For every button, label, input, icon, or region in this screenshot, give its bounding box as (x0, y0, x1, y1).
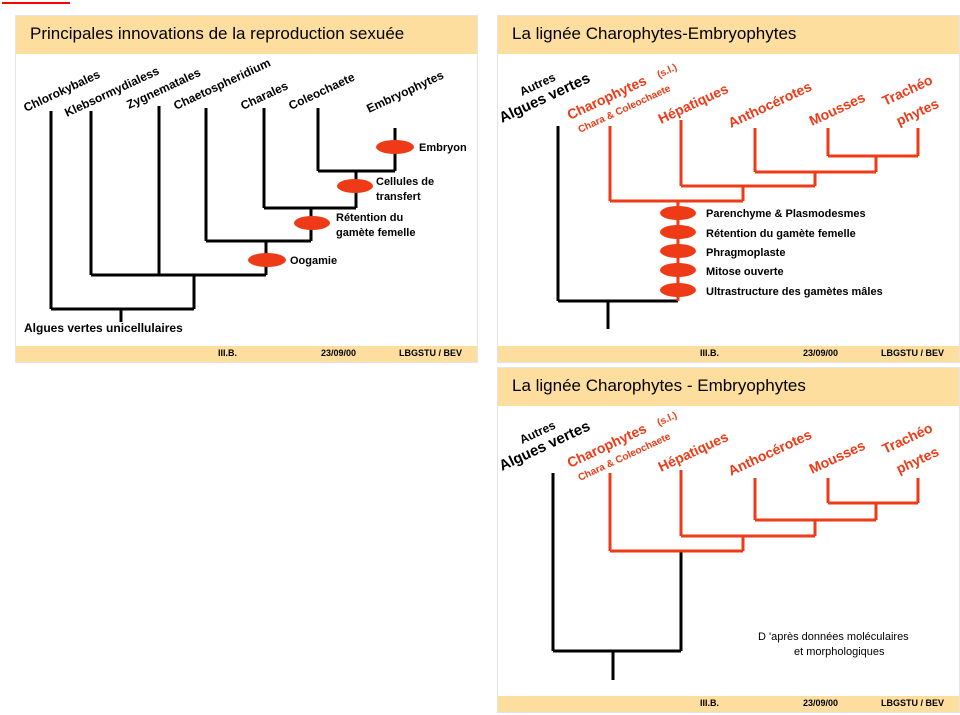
marker-oogamie (248, 253, 286, 267)
event-label: Embryon (419, 142, 467, 154)
character-label: Phragmoplaste (706, 247, 785, 259)
footer-lab: LBGSTU / BEV (881, 698, 945, 708)
event-label: transfert (376, 191, 421, 203)
marker-phragmoplaste (660, 244, 696, 258)
black-branches (551, 473, 683, 680)
marker-ultrastructure (660, 283, 696, 297)
taxon-mousses: Mousses (807, 437, 868, 477)
taxon-charophytes-sl: (s.l.) (656, 62, 679, 81)
taxon-charophytes-sl: (s.l.) (656, 410, 679, 429)
character-markers (660, 206, 696, 297)
red-branches (608, 470, 920, 553)
marker-retention (660, 225, 696, 239)
source-note-line1: D 'après données moléculaires (758, 631, 909, 643)
character-label: Parenchyme & Plasmodesmes (706, 208, 866, 220)
slide-footer: III.B. 23/09/00 LBGSTU / BEV (498, 696, 959, 712)
character-label: Ultrastructure des gamètes mâles (706, 286, 883, 298)
slide-title: La lignée Charophytes - Embryophytes (512, 376, 806, 395)
slide-header: La lignée Charophytes - Embryophytes (498, 368, 959, 406)
taxon-labels: Autres Algues vertes Charophytes (s.l.) … (498, 62, 941, 136)
top-accent-line (2, 2, 70, 4)
slide-title: La lignée Charophytes-Embryophytes (512, 24, 797, 43)
taxon-labels: Autres Algues vertes Charophytes (s.l.) … (498, 410, 941, 484)
taxon-labels: Chlorokybales Klebsormydialess Zygnemata… (21, 56, 446, 120)
taxon-anthocerotes: Anthocérotes (726, 78, 815, 131)
footer-date: 23/09/00 (803, 348, 839, 358)
slide-charophytes-molecular: La lignée Charophytes - Embryophytes Aut… (497, 367, 960, 713)
character-labels: Parenchyme & Plasmodesmes Rétention du g… (706, 208, 883, 298)
footer-lab: LBGSTU / BEV (881, 348, 945, 358)
character-label: Rétention du gamète femelle (706, 228, 856, 240)
marker-embryon (376, 140, 414, 154)
marker-retention (294, 216, 330, 230)
footer-date: 23/09/00 (803, 698, 839, 708)
footer-section: III.B. (700, 348, 720, 358)
source-note-line2: et morphologiques (794, 646, 885, 658)
black-branches (556, 126, 678, 329)
event-label: Oogamie (290, 255, 337, 267)
footer-lab: LBGSTU / BEV (399, 348, 463, 358)
innovation-labels: Embryon Cellules de transfert Rétention … (290, 142, 467, 267)
slide-footer: III.B. 23/09/00 LBGSTU / BEV (498, 346, 959, 362)
marker-parenchyme (660, 206, 696, 220)
slide-footer: III.B. 23/09/00 LBGSTU / BEV (16, 346, 477, 362)
taxon-label: Embryophytes (364, 68, 446, 116)
character-label: Mitose ouverte (706, 266, 784, 278)
slide-charophytes-characters: La lignée Charophytes-Embryophytes (497, 15, 960, 363)
slide-reproduction-innovations: Principales innovations de la reproducti… (15, 15, 478, 363)
slide-header: Principales innovations de la reproducti… (16, 16, 477, 54)
marker-mitose (660, 263, 696, 277)
marker-cellules-transfert (337, 179, 373, 193)
phylogeny-tree-molecular: Autres Algues vertes Charophytes (s.l.) … (498, 410, 941, 680)
base-label: Algues vertes unicellulaires (24, 321, 183, 335)
event-label: Rétention du (336, 212, 403, 224)
taxon-label: Charales (238, 78, 290, 112)
event-label: gamète femelle (336, 227, 415, 239)
taxon-anthocerotes: Anthocérotes (726, 426, 815, 479)
event-label: Cellules de (376, 176, 434, 188)
taxon-mousses: Mousses (807, 89, 868, 129)
phylogeny-tree-characters: Parenchyme & Plasmodesmes Rétention du g… (498, 62, 941, 329)
taxon-label: Coleochaete (286, 70, 357, 113)
footer-section: III.B. (218, 348, 238, 358)
slide-header: La lignée Charophytes-Embryophytes (498, 16, 959, 54)
footer-section: III.B. (700, 698, 720, 708)
footer-date: 23/09/00 (321, 348, 357, 358)
slide-title: Principales innovations de la reproducti… (30, 24, 405, 43)
innovation-markers (248, 140, 414, 267)
phylogeny-tree-reproduction: Chlorokybales Klebsormydialess Zygnemata… (21, 56, 467, 335)
